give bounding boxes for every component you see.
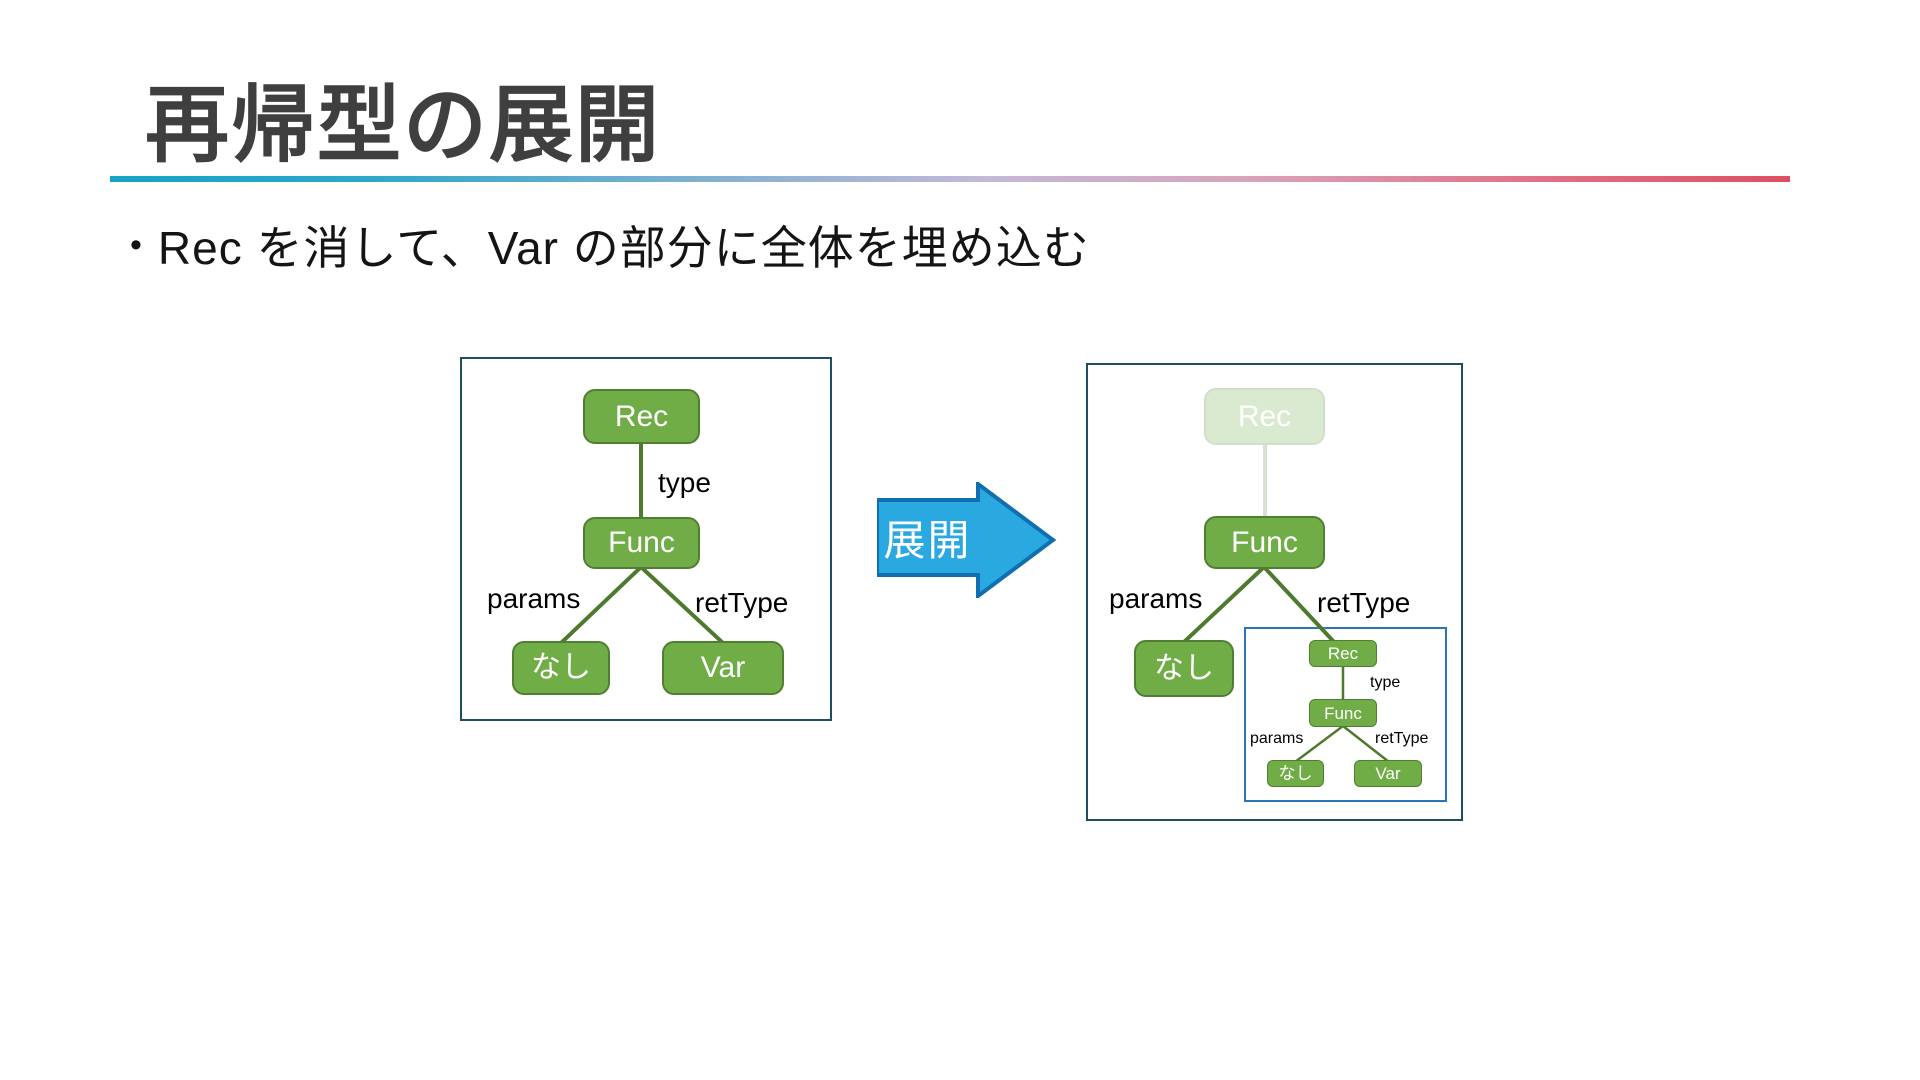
right-tree-edges xyxy=(1182,445,1390,763)
left-node-none: なし xyxy=(512,641,610,695)
inner-node-var: Var xyxy=(1354,760,1422,787)
left-edge-label-params: params xyxy=(487,583,581,614)
left-node-func: Func xyxy=(583,517,700,569)
right-node-func: Func xyxy=(1204,516,1325,569)
bullet-icon: • xyxy=(130,226,142,264)
right-edge-label-params: params xyxy=(1109,583,1203,614)
right-node-none: なし xyxy=(1134,640,1234,697)
inner-edge-label-type: type xyxy=(1370,674,1401,691)
left-node-rec: Rec xyxy=(583,389,700,444)
expand-arrow-label: 展開 xyxy=(883,517,972,564)
inner-node-func: Func xyxy=(1309,699,1377,727)
right-node-rec-faded: Rec xyxy=(1204,388,1325,445)
left-edge-label-rettype: retType xyxy=(695,587,789,618)
bullet-text: Rec を消して、Var の部分に全体を埋め込む xyxy=(157,222,1090,274)
bullet-line: • Rec を消して、Var の部分に全体を埋め込む xyxy=(130,212,1090,278)
left-node-var: Var xyxy=(662,641,784,695)
inner-node-rec: Rec xyxy=(1309,640,1377,667)
title-gradient-rule xyxy=(110,176,1790,182)
right-tree-panel: Rec Func params retType なし Rec type Func… xyxy=(1086,363,1463,821)
page-title: 再帰型の展開 xyxy=(145,78,662,172)
left-tree-panel: Rec type Func params retType なし Var xyxy=(460,357,832,721)
embedded-subtree-box xyxy=(1244,627,1447,802)
left-tree-edges xyxy=(559,444,725,645)
inner-edge-label-rettype: retType xyxy=(1375,730,1429,747)
expand-arrow-shape xyxy=(875,480,1057,600)
inner-node-none: なし xyxy=(1267,760,1324,787)
expand-arrow: 展開 xyxy=(875,480,1057,600)
inner-edge-label-params: params xyxy=(1250,730,1304,747)
left-edge-label-type: type xyxy=(658,467,711,498)
right-edge-label-rettype: retType xyxy=(1317,587,1411,618)
